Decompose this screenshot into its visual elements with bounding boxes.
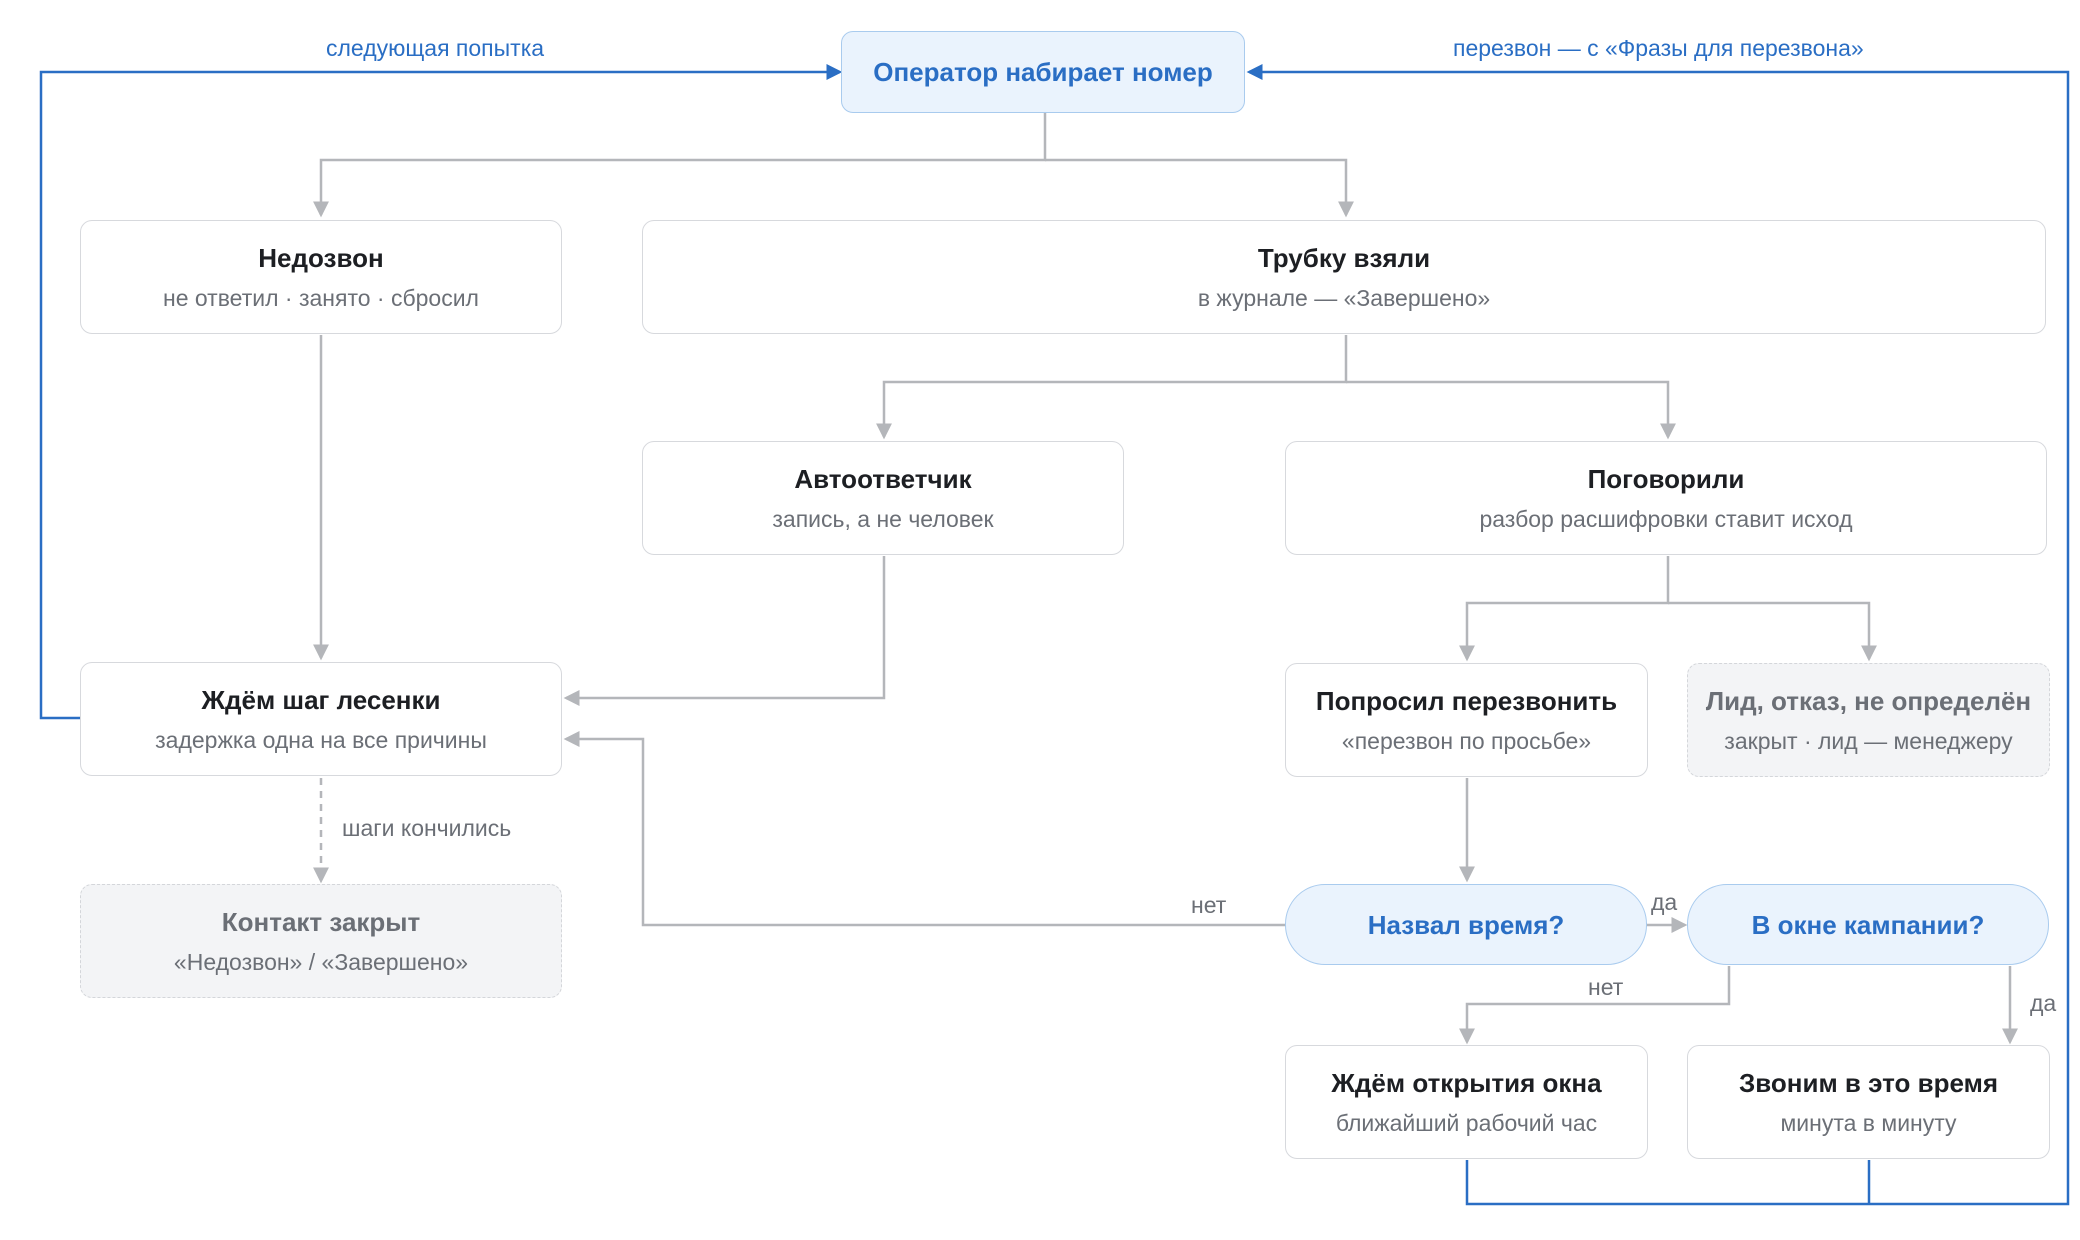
node-title: Контакт закрыт — [221, 907, 421, 937]
decision-in-window: В окне кампании? — [1687, 884, 2049, 965]
node-title: Лид, отказ, не определён — [1705, 686, 2032, 716]
edge-picked-up-to-talked — [1346, 380, 1676, 440]
node-title: Недозвон — [258, 243, 384, 273]
edge-operator-to-picked-up — [1045, 158, 1354, 218]
node-lead-refusal: Лид, отказ, не определён закрыт · лид — … — [1687, 663, 2050, 777]
node-operator-dials: Оператор набирает номер — [841, 31, 1245, 113]
decision-named-time: Назвал время? — [1285, 884, 1647, 965]
edge-named-time-no-to-wait-step — [563, 731, 1286, 927]
node-wait-step: Ждём шаг лесенки задержка одна на все пр… — [80, 662, 562, 776]
node-no-answer: Недозвон не ответил · занято · сбросил — [80, 220, 562, 334]
node-title: Оператор набирает номер — [873, 57, 1213, 87]
label-yes-in-window: да — [2030, 990, 2057, 1016]
node-subtitle: разбор расшифровки ставит исход — [1479, 506, 1853, 532]
label-next-attempt: следующая попытка — [326, 35, 545, 61]
label-no-in-window: нет — [1588, 974, 1624, 1000]
node-subtitle: в журнале — «Завершено» — [1197, 285, 1491, 311]
node-contact-closed: Контакт закрыт «Недозвон» / «Завершено» — [80, 884, 562, 998]
edge-in-window-no-to-wait-window — [1459, 966, 1731, 1045]
label-yes-named-time: да — [1651, 889, 1678, 915]
edge-answering-machine-to-wait-step — [563, 556, 886, 706]
node-title: Попросил перезвонить — [1315, 686, 1618, 716]
node-title: Автоответчик — [794, 464, 972, 494]
label-callback-phrase: перезвон — с «Фразы для перезвона» — [1453, 35, 1864, 61]
node-subtitle: не ответил · занято · сбросил — [163, 285, 479, 311]
label-no-named-time: нет — [1191, 892, 1227, 918]
node-subtitle: задержка одна на все причины — [155, 727, 487, 753]
node-title: Трубку взяли — [1257, 243, 1431, 273]
node-subtitle: «Недозвон» / «Завершено» — [173, 949, 469, 975]
label-steps-ended: шаги кончились — [342, 815, 512, 841]
node-subtitle: запись, а не человек — [772, 506, 994, 532]
edge-picked-up-to-answering-machine — [876, 335, 1348, 440]
edge-operator-to-no-answer — [313, 113, 1047, 218]
edge-talked-to-lead-refusal — [1668, 601, 1877, 662]
node-title: В окне кампании? — [1751, 909, 1985, 940]
node-talked: Поговорили разбор расшифровки ставит исх… — [1285, 441, 2047, 555]
node-asked-callback: Попросил перезвонить «перезвон по просьб… — [1285, 663, 1648, 777]
node-title: Назвал время? — [1367, 909, 1565, 940]
node-title: Поговорили — [1587, 464, 1745, 494]
node-subtitle: минута в минуту — [1780, 1110, 1957, 1136]
node-title: Ждём открытия окна — [1331, 1068, 1602, 1098]
node-subtitle: «перезвон по просьбе» — [1341, 728, 1592, 754]
edge-talked-to-asked-callback — [1459, 556, 1670, 662]
node-subtitle: закрыт · лид — менеджеру — [1724, 728, 2013, 754]
node-title: Ждём шаг лесенки — [201, 685, 441, 715]
node-title: Звоним в это время — [1738, 1068, 1999, 1098]
node-call-at-time: Звоним в это время минута в минуту — [1687, 1045, 2050, 1159]
node-picked-up: Трубку взяли в журнале — «Завершено» — [642, 220, 2046, 334]
node-answering-machine: Автоответчик запись, а не человек — [642, 441, 1124, 555]
edge-wait-step-next-attempt — [39, 64, 843, 720]
edge-callback-return-to-operator — [1246, 64, 2070, 1206]
node-wait-window: Ждём открытия окна ближайший рабочий час — [1285, 1045, 1648, 1159]
node-subtitle: ближайший рабочий час — [1335, 1110, 1598, 1136]
